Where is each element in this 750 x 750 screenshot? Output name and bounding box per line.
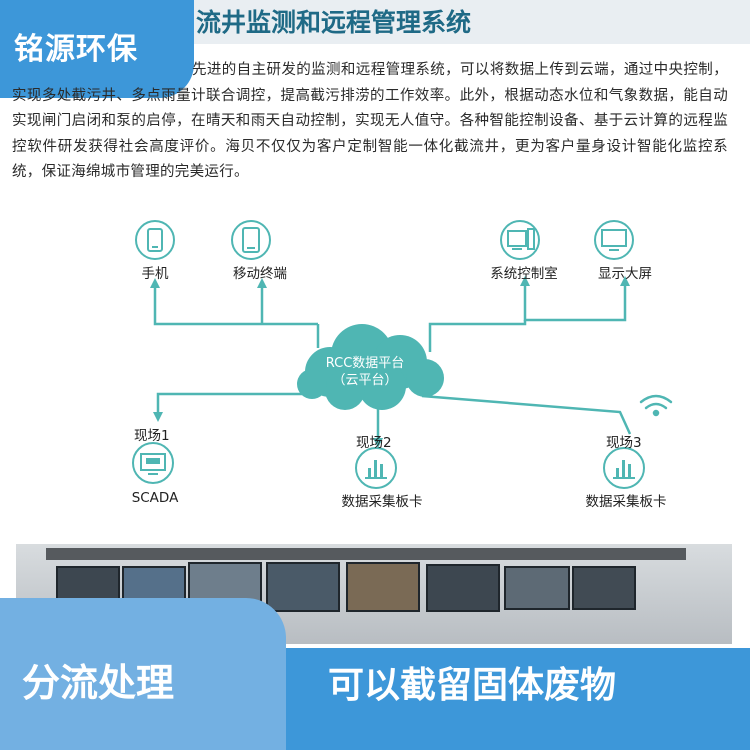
photo-screen [426,564,500,612]
phone-connector [153,286,318,326]
photo-screen [266,562,340,612]
tag-badge [0,598,286,750]
photo-screen [346,562,420,612]
arrow-up-icon [520,276,530,286]
connection-lines [153,284,632,442]
cloud-subtitle: （云平台） [332,373,398,388]
diagram-graphics [132,220,673,489]
site1-device: SCADA [131,490,179,506]
bar-chart-icon [355,447,397,489]
right-bus-drop [428,320,527,352]
brand-label: 铭源环保 [14,32,138,67]
page-title: 流井监测和远程管理系统 [196,8,472,37]
phone-icon [135,220,175,260]
scada-icon [132,442,174,484]
client-label-phone: 手机 [141,266,169,282]
site2-device: 数据采集板卡 [341,494,423,510]
client-label-monitor: 显示大屏 [598,266,652,282]
monitor-icon [594,220,634,260]
wifi-icon [639,394,673,417]
arrow-heads [150,276,630,448]
slogan-text: 可以截留固体废物 [328,665,617,706]
intro-paragraph: 先进的自主研发的监测和远程管理系统，可以将数据上传到云端，通过中央控制，实现多处… [12,62,728,180]
site3-device: 数据采集板卡 [585,494,667,510]
site1-connector [156,392,310,417]
arrow-up-icon [257,278,267,288]
arrow-down-icon [153,412,163,422]
cloud-title: RCC数据平台 [325,356,405,371]
tablet-icon [231,220,271,260]
client-label-tablet: 移动终端 [233,266,287,282]
photo-screen [572,566,636,610]
cloud-shape [297,324,444,410]
right-bus [523,284,627,322]
photo-ceiling [46,548,686,560]
control-room-icon [500,220,540,260]
cloud-platform-label: RCC数据平台 （云平台） [326,355,405,389]
client-label-control-room: 系统控制室 [490,266,558,282]
tag-label: 分流处理 [22,661,175,705]
arrow-up-icon [620,276,630,286]
site1-name: 现场1 [134,428,170,444]
arrow-down-icon [373,438,383,448]
system-diagram: 手机 移动终端 系统控制室 显示大屏 RCC数据平台 （云平台） 现场1 SCA… [0,212,750,540]
brand-badge [0,0,194,98]
arrow-up-icon [150,278,160,288]
site2-name: 现场2 [356,435,392,451]
site3-connector [421,394,632,435]
photo-screen [504,566,570,610]
site3-name: 现场3 [606,435,642,451]
bar-chart-icon [603,447,645,489]
